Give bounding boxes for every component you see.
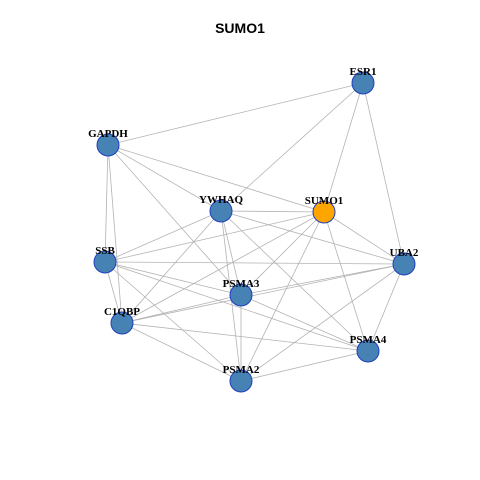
edge-uba2-psma2 xyxy=(240,263,405,382)
node-circle-esr1 xyxy=(351,71,375,95)
edge-gapdh-ssb xyxy=(104,144,109,263)
node-label-uba2: UBA2 xyxy=(390,247,419,259)
node-circle-gapdh xyxy=(96,133,120,157)
edge-ywhaq-uba2 xyxy=(220,210,405,265)
edge-c1qbp-psma4 xyxy=(121,322,369,352)
edge-ywhaq-c1qbp xyxy=(121,210,222,324)
node-label-gapdh: GAPDH xyxy=(88,128,128,140)
edge-esr1-uba2 xyxy=(362,82,405,265)
node-gapdh: GAPDH xyxy=(88,128,128,157)
node-psma4: PSMA4 xyxy=(350,334,387,363)
edge-ssb-uba2 xyxy=(104,261,405,265)
edge-gapdh-ywhaq xyxy=(107,144,222,212)
edge-esr1-gapdh xyxy=(107,82,364,146)
edge-uba2-c1qbp xyxy=(121,263,405,324)
node-circle-c1qbp xyxy=(110,311,134,335)
edge-sumo1-uba2 xyxy=(323,211,405,265)
edge-ywhaq-sumo1 xyxy=(220,210,325,213)
node-psma2: PSMA2 xyxy=(223,364,260,393)
node-circle-psma2 xyxy=(229,369,253,393)
node-label-c1qbp: C1QBP xyxy=(104,306,140,318)
edge-psma3-psma4 xyxy=(240,294,369,352)
node-uba2: UBA2 xyxy=(390,247,419,276)
edge-ssb-psma3 xyxy=(104,261,242,296)
edge-ywhaq-ssb xyxy=(104,210,222,263)
node-label-psma4: PSMA4 xyxy=(350,334,387,346)
node-psma3: PSMA3 xyxy=(223,278,260,307)
node-label-sumo1: SUMO1 xyxy=(305,195,344,207)
node-label-ywhaq: YWHAQ xyxy=(199,194,243,206)
edge-psma3-c1qbp xyxy=(121,294,242,324)
edge-sumo1-psma2 xyxy=(240,211,325,382)
edge-c1qbp-psma2 xyxy=(121,322,242,382)
node-circle-sumo1 xyxy=(312,200,336,224)
node-label-esr1: ESR1 xyxy=(350,66,377,78)
edges-layer xyxy=(104,82,405,382)
node-sumo1: SUMO1 xyxy=(305,195,344,224)
node-c1qbp: C1QBP xyxy=(104,306,140,335)
edge-gapdh-c1qbp xyxy=(107,144,123,324)
node-ssb: SSB xyxy=(93,245,117,274)
edge-sumo1-ssb xyxy=(104,211,325,263)
edge-sumo1-psma3 xyxy=(240,211,325,296)
node-circle-uba2 xyxy=(392,252,416,276)
node-label-psma2: PSMA2 xyxy=(223,364,260,376)
node-esr1: ESR1 xyxy=(350,66,377,95)
graph-title: SUMO1 xyxy=(215,20,265,36)
edge-psma4-psma2 xyxy=(240,350,369,382)
node-label-psma3: PSMA3 xyxy=(223,278,260,290)
edge-esr1-ywhaq xyxy=(220,82,364,212)
edge-uba2-psma4 xyxy=(367,263,405,352)
edge-sumo1-c1qbp xyxy=(121,211,325,324)
node-circle-ssb xyxy=(93,250,117,274)
node-circle-psma4 xyxy=(356,339,380,363)
node-circle-ywhaq xyxy=(209,199,233,223)
edge-ywhaq-psma4 xyxy=(220,210,369,352)
edge-sumo1-psma4 xyxy=(323,211,369,352)
node-label-ssb: SSB xyxy=(95,245,115,257)
node-ywhaq: YWHAQ xyxy=(199,194,243,223)
edge-ssb-psma2 xyxy=(104,261,242,382)
edge-esr1-sumo1 xyxy=(323,82,364,213)
edge-ywhaq-psma3 xyxy=(220,210,242,296)
node-circle-psma3 xyxy=(229,283,253,307)
edge-ssb-psma4 xyxy=(104,261,369,352)
edge-uba2-psma3 xyxy=(240,263,405,296)
edge-gapdh-sumo1 xyxy=(107,144,325,213)
